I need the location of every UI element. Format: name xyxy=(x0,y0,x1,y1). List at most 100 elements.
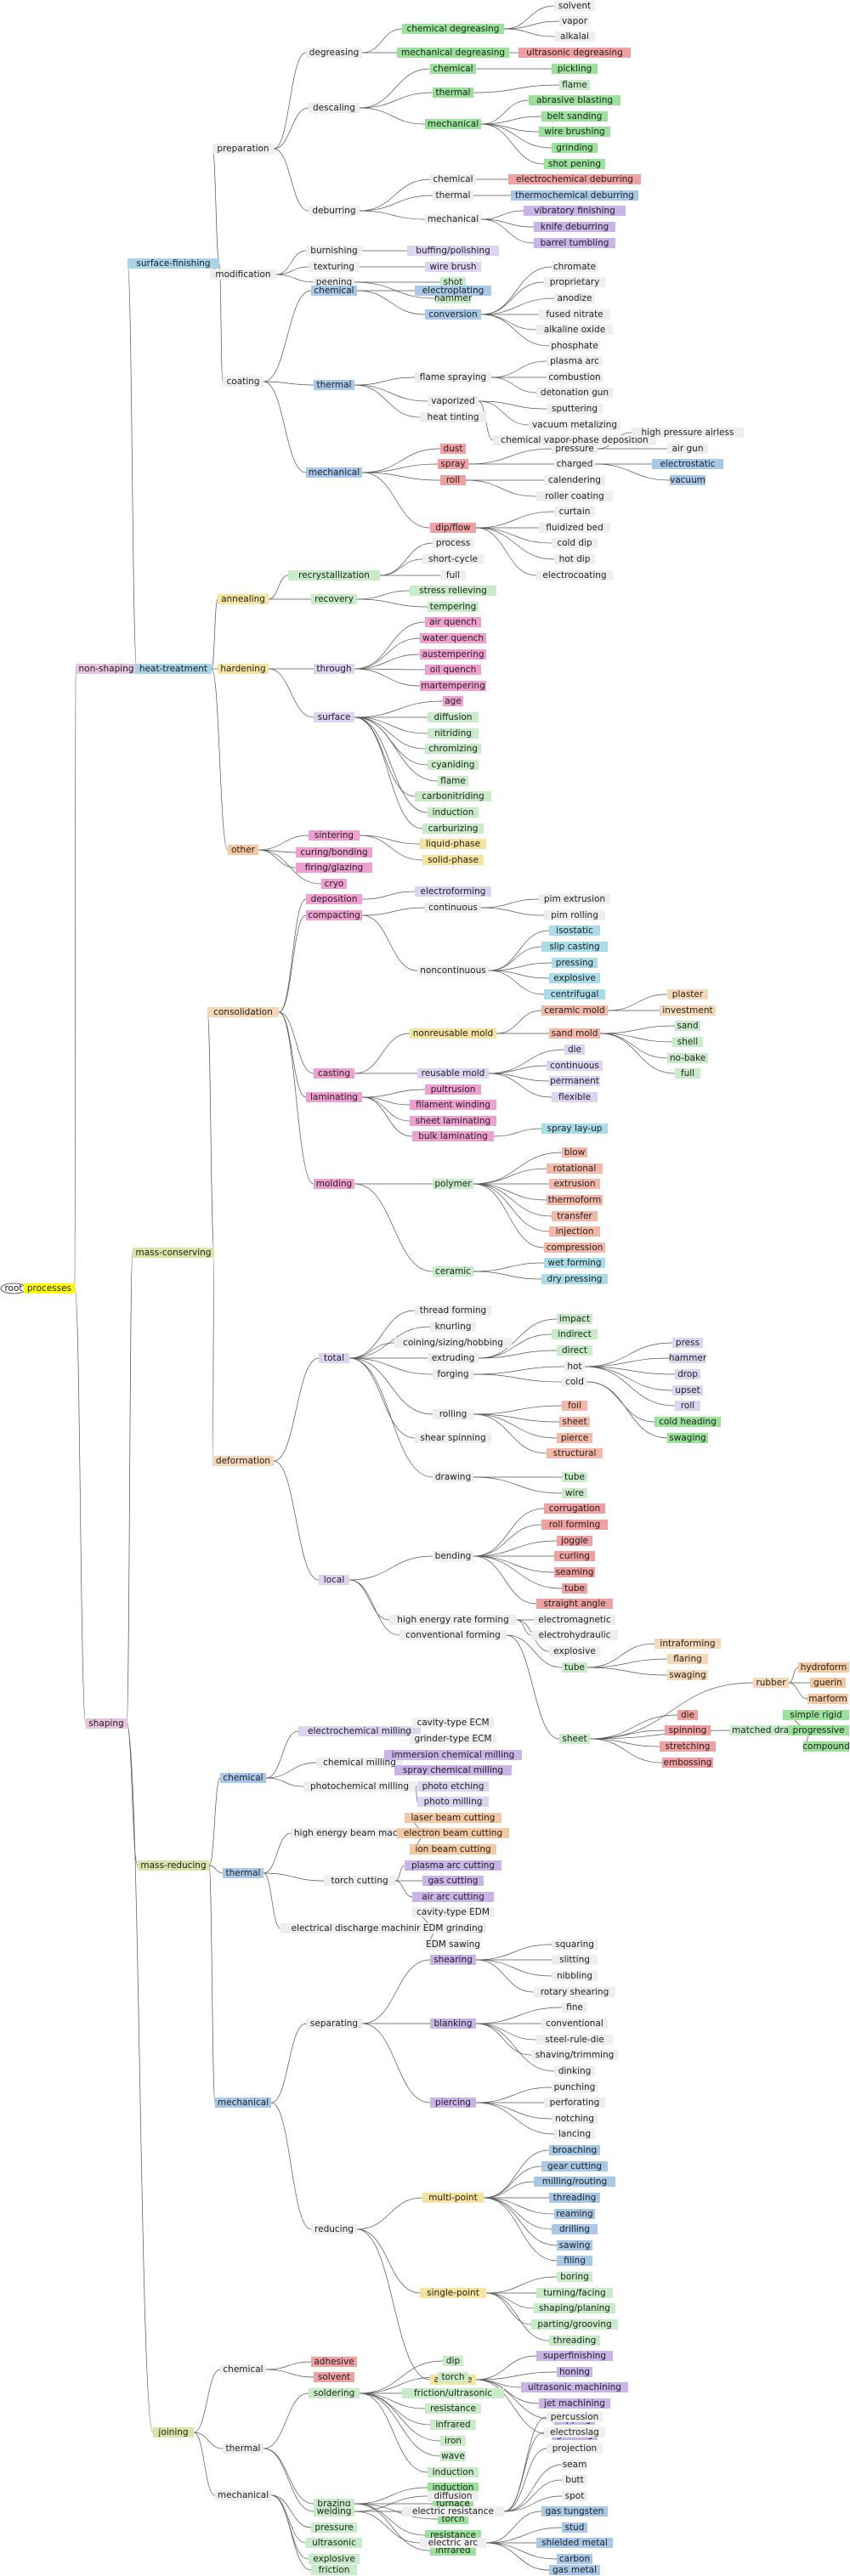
node-ecmill: electrochemical milling xyxy=(298,1726,421,1736)
node-bg-dmech xyxy=(425,119,481,129)
node-bg-sheet1 xyxy=(559,1417,590,1427)
node-label-cmech: mechanical xyxy=(309,467,360,478)
node-label-oilquench: oil quench xyxy=(430,665,476,675)
node-dipflow: dip/flow xyxy=(430,523,476,533)
node-induction1: induction xyxy=(428,807,479,818)
node-label-slipcast: slip casting xyxy=(549,942,599,952)
node-abrblast: abrasive blasting xyxy=(529,95,620,105)
edge-torch-plasmacut xyxy=(394,1865,405,1882)
node-extrusion: extrusion xyxy=(549,1179,600,1189)
node-label-heattint: heat tinting xyxy=(427,412,479,422)
edge-conversion-proprietary xyxy=(480,281,545,315)
node-bulklam: bulk laminating xyxy=(412,1131,494,1141)
edge-total-drawing xyxy=(348,1357,434,1478)
node-label-bulklam: bulk laminating xyxy=(418,1131,488,1141)
edge-roll-rollercoat xyxy=(465,479,537,497)
node-shielded: shielded metal xyxy=(536,2538,613,2548)
node-degreasing: degreasing xyxy=(306,48,362,58)
node-dmech: mechanical xyxy=(425,119,481,129)
node-bg-coating xyxy=(223,376,264,387)
edge-photochem-photomill xyxy=(415,1786,418,1803)
node-label-total: total xyxy=(324,1353,344,1363)
edge-recryst-shortcycle xyxy=(379,558,423,576)
node-bg-pickling xyxy=(552,64,598,74)
node-buffing: buffing/polishing xyxy=(407,246,499,256)
node-label-coldhead: cold heading xyxy=(659,1417,717,1427)
edge-extruding-impact xyxy=(478,1318,558,1359)
node-bg-martemper xyxy=(420,681,486,691)
node-friction1: friction/ultrasonic xyxy=(402,2388,504,2398)
edge-electricarc-carbon xyxy=(485,2542,558,2560)
node-butt: butt xyxy=(562,2475,587,2485)
edge-dmech-beltsand xyxy=(480,116,542,125)
edge-flamespray-detgun xyxy=(490,376,537,393)
node-stud: stud xyxy=(562,2522,587,2533)
node-rollforming: roll forming xyxy=(541,1520,608,1530)
edge-hot-upset xyxy=(584,1366,673,1391)
node-bg-prep xyxy=(212,144,274,154)
edge-rolling-structural xyxy=(473,1413,547,1454)
node-label-electroform: electroforming xyxy=(421,886,486,897)
edge-ctherm-heattint xyxy=(354,384,421,418)
node-label-threadform: thread forming xyxy=(420,1305,486,1316)
node-bg-elecres xyxy=(402,2506,504,2517)
node-label-tube2: tube xyxy=(564,1583,585,1594)
node-label-pickling: pickling xyxy=(558,64,592,74)
node-bg-cavityecm xyxy=(412,1718,494,1728)
node-label-proprietary: proprietary xyxy=(550,277,600,287)
node-label-colddip: cold dip xyxy=(557,538,592,548)
edge-surface-carburizing xyxy=(354,716,423,829)
edge-heattreat-other xyxy=(211,668,229,851)
node-drilling: drilling xyxy=(552,2224,598,2234)
node-bg-grinding1 xyxy=(552,143,598,153)
edge-bending-straightangle xyxy=(473,1555,537,1605)
node-cavityecm: cavity-type ECM xyxy=(412,1718,494,1728)
edge-polymer-injection xyxy=(473,1183,550,1232)
node-sawing: sawing xyxy=(557,2240,592,2250)
node-bg-honing xyxy=(557,2367,592,2377)
node-bg-carbonitriding xyxy=(415,791,491,801)
node-bg-embossing xyxy=(662,1758,713,1768)
node-bg-reusemold xyxy=(417,1068,489,1079)
node-beltsand: belt sanding xyxy=(541,111,608,122)
edge-noncontinuous-pressing xyxy=(488,962,552,971)
edge-surface-flame2 xyxy=(354,716,439,782)
edge-conversion-alkox xyxy=(480,314,537,331)
node-bg-rotational xyxy=(547,1163,603,1174)
node-label-compression: compression xyxy=(547,1243,604,1253)
edge-peening-hammer xyxy=(354,281,436,299)
node-label-knifedeb: knife deburring xyxy=(541,222,609,232)
edge-other-cryo xyxy=(258,849,322,885)
node-bg-pimroll xyxy=(544,910,605,920)
node-ultradeg: ultrasonic degreasing xyxy=(518,48,631,58)
node-label-separating: separating xyxy=(310,2018,358,2029)
node-peening: peening xyxy=(314,277,354,287)
node-bg-reducing xyxy=(311,2224,357,2234)
edge-surface-chromizing xyxy=(354,716,426,750)
edge-massred-mrmech xyxy=(208,1865,216,2103)
node-sprayup: spray lay-up xyxy=(541,1124,608,1134)
edge-recovery-stressrel xyxy=(356,590,411,600)
node-blow: blow xyxy=(562,1147,587,1158)
node-sand: sand xyxy=(675,1021,700,1031)
edge-jmech-pressure2 xyxy=(270,2494,312,2528)
node-label-detgun: detonation gun xyxy=(541,388,609,398)
node-electromag: electromagnetic xyxy=(534,1615,615,1625)
node-label-boring: boring xyxy=(560,2272,589,2282)
node-label-diffusion1: diffusion xyxy=(434,712,473,722)
node-label-electrostatic: electrostatic xyxy=(660,459,715,469)
node-label-spinning: spinning xyxy=(669,1725,707,1735)
node-hot: hot xyxy=(564,1362,585,1372)
node-bg-superfin xyxy=(536,2351,613,2361)
node-label-ebc: electron beam cutting xyxy=(404,1828,502,1838)
node-bg-ultrasonic xyxy=(306,2538,362,2548)
node-bg-fluidbed xyxy=(539,523,610,533)
node-intraforming: intraforming xyxy=(654,1639,721,1649)
node-bg-compound xyxy=(803,1741,849,1752)
node-label-convform: conventional forming xyxy=(405,1630,501,1640)
node-label-aircut: air arc cutting xyxy=(422,1892,484,1902)
node-bg-deposition xyxy=(306,894,362,904)
node-bg-ultramach xyxy=(521,2382,628,2392)
node-bg-herf xyxy=(389,1615,517,1625)
